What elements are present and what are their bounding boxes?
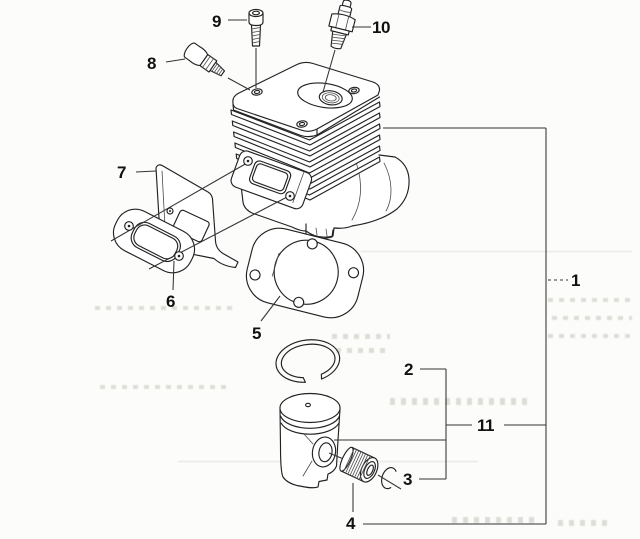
callout-label-6: 6 (166, 292, 175, 311)
cylinder-base-gasket (245, 227, 365, 319)
spark-plug (322, 0, 356, 93)
socket-screw (248, 8, 264, 88)
leader-line-6 (172, 260, 175, 291)
callout-label-10: 10 (372, 18, 390, 37)
callout-label-5: 5 (252, 324, 261, 343)
decompression-valve (183, 42, 251, 91)
callout-lines (135, 19, 568, 525)
cylinder-head-top (232, 61, 381, 138)
piston-ring (275, 339, 341, 383)
head-bolt-hole (348, 86, 360, 95)
callout-label-4: 4 (346, 514, 355, 533)
callout-label-1: 1 (571, 271, 580, 290)
head-bolt-hole (296, 120, 308, 128)
needle-bearing (339, 446, 379, 483)
leader-line-8 (165, 58, 186, 63)
callout-label-2: 2 (404, 360, 413, 379)
callout-label-9: 9 (212, 12, 221, 31)
head-bolt-hole (251, 88, 263, 96)
leader-line-5 (260, 295, 281, 322)
leader-line-7 (135, 170, 157, 173)
fastener-holes (124, 156, 295, 261)
piston (279, 392, 341, 489)
callout-label-11: 11 (477, 416, 494, 435)
circlip (381, 467, 397, 490)
spark-plug-recess (297, 82, 353, 109)
callout-label-7: 7 (117, 163, 126, 182)
assembly-axis-lines (110, 162, 290, 270)
callout-label-8: 8 (147, 54, 156, 73)
callout-label-3: 3 (403, 470, 412, 489)
